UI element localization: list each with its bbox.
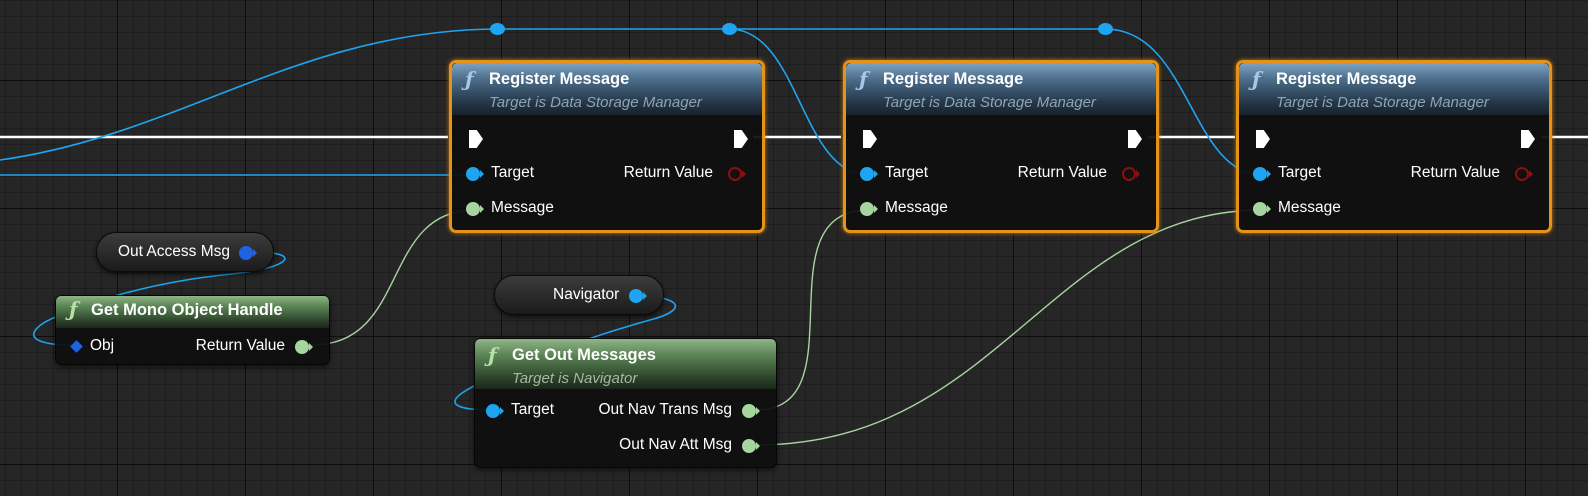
pin-label-out-nav-trans-msg: Out Nav Trans Msg [598, 401, 732, 418]
variable-label: Navigator [553, 286, 620, 303]
pin-arrow-icon [1267, 205, 1271, 213]
return-pin-icon[interactable] [295, 340, 309, 354]
pin-arrow-icon [756, 442, 760, 450]
struct-wire [755, 209, 1264, 446]
get-mono-object-handle-node[interactable]: ƒ Get Mono Object Handle Obj Return Valu… [55, 295, 330, 365]
pin-label-obj: Obj [90, 337, 115, 354]
node-header[interactable]: ƒ Get Mono Object Handle [56, 296, 329, 328]
node-subtitle: Target is Navigator [512, 370, 638, 387]
reroute-knot-icon[interactable] [1098, 23, 1113, 35]
exec-out-pin-icon[interactable] [734, 130, 748, 148]
register-message-node-1[interactable]: ƒ Register Message Target is Data Storag… [449, 60, 765, 233]
register-message-node-3[interactable]: ƒ Register Message Target is Data Storag… [1236, 60, 1552, 233]
node-title: Register Message [489, 70, 630, 88]
pin-label-message: Message [491, 199, 554, 216]
exec-out-pin-icon[interactable] [1521, 130, 1535, 148]
node-header[interactable]: ƒ Get Out Messages Target is Navigator [475, 339, 776, 389]
struct-wire [755, 209, 870, 411]
exec-in-pin-icon[interactable] [1256, 130, 1270, 148]
function-icon: ƒ [1252, 67, 1261, 91]
pin-arrow-icon [253, 249, 257, 257]
object-pin-icon[interactable] [629, 289, 643, 303]
out-access-msg-variable-node[interactable]: Out Access Msg [96, 232, 274, 272]
target-pin-icon[interactable] [860, 167, 874, 181]
message-pin-icon[interactable] [466, 202, 480, 216]
get-out-messages-node[interactable]: ƒ Get Out Messages Target is Navigator T… [474, 338, 777, 468]
node-header[interactable]: ƒ Register Message Target is Data Storag… [452, 63, 762, 115]
obj-pin-icon[interactable] [70, 340, 83, 353]
message-pin-icon[interactable] [860, 202, 874, 216]
pin-label-target: Target [511, 401, 555, 418]
function-icon: ƒ [465, 67, 474, 91]
out-nav-trans-msg-pin-icon[interactable] [742, 404, 756, 418]
pin-label-out-nav-att-msg: Out Nav Att Msg [619, 436, 732, 453]
struct-wire [311, 209, 476, 346]
reroute-knot-icon[interactable] [722, 23, 737, 35]
pin-arrow-icon [1136, 170, 1140, 178]
pin-label-message: Message [1278, 199, 1341, 216]
return-pin-icon[interactable] [1515, 167, 1529, 181]
return-pin-icon[interactable] [728, 167, 742, 181]
pin-label-return-value: Return Value [1410, 164, 1500, 181]
pin-label-return-value: Return Value [1017, 164, 1107, 181]
reroute-knot-icon[interactable] [490, 23, 505, 35]
pin-label-return-value: Return Value [195, 337, 285, 354]
pin-label-target: Target [491, 164, 535, 181]
pin-arrow-icon [1267, 170, 1271, 178]
function-icon: ƒ [859, 67, 868, 91]
object-pin-icon[interactable] [239, 246, 253, 260]
pin-arrow-icon [643, 292, 647, 300]
out-nav-att-msg-pin-icon[interactable] [742, 439, 756, 453]
function-icon: ƒ [69, 297, 78, 321]
node-title: Get Out Messages [512, 346, 656, 364]
exec-in-pin-icon[interactable] [469, 130, 483, 148]
register-message-node-2[interactable]: ƒ Register Message Target is Data Storag… [843, 60, 1159, 233]
node-subtitle: Target is Data Storage Manager [1276, 94, 1489, 111]
pin-arrow-icon [756, 407, 760, 415]
target-pin-icon[interactable] [486, 404, 500, 418]
pin-arrow-icon [480, 205, 484, 213]
object-wire [32, 251, 286, 346]
node-title: Register Message [1276, 70, 1417, 88]
pin-arrow-icon [309, 343, 313, 351]
target-pin-icon[interactable] [1253, 167, 1267, 181]
node-title: Get Mono Object Handle [91, 301, 283, 319]
exec-out-pin-icon[interactable] [1128, 130, 1142, 148]
pin-arrow-icon [480, 170, 484, 178]
node-subtitle: Target is Data Storage Manager [883, 94, 1096, 111]
exec-in-pin-icon[interactable] [863, 130, 877, 148]
pin-arrow-icon [874, 170, 878, 178]
object-wire [0, 28, 498, 161]
pin-label-message: Message [885, 199, 948, 216]
navigator-variable-node[interactable]: Navigator [494, 275, 664, 315]
pin-label-target: Target [1278, 164, 1322, 181]
pin-arrow-icon [1529, 170, 1533, 178]
pin-arrow-icon [742, 170, 746, 178]
pin-label-return-value: Return Value [623, 164, 713, 181]
message-pin-icon[interactable] [1253, 202, 1267, 216]
node-header[interactable]: ƒ Register Message Target is Data Storag… [1239, 63, 1549, 115]
node-subtitle: Target is Data Storage Manager [489, 94, 702, 111]
target-pin-icon[interactable] [466, 167, 480, 181]
return-pin-icon[interactable] [1122, 167, 1136, 181]
variable-label: Out Access Msg [118, 243, 230, 260]
pin-arrow-icon [500, 407, 504, 415]
node-title: Register Message [883, 70, 1024, 88]
pin-arrow-icon [874, 205, 878, 213]
pin-label-target: Target [885, 164, 929, 181]
function-icon: ƒ [488, 343, 497, 367]
node-header[interactable]: ƒ Register Message Target is Data Storag… [846, 63, 1156, 115]
